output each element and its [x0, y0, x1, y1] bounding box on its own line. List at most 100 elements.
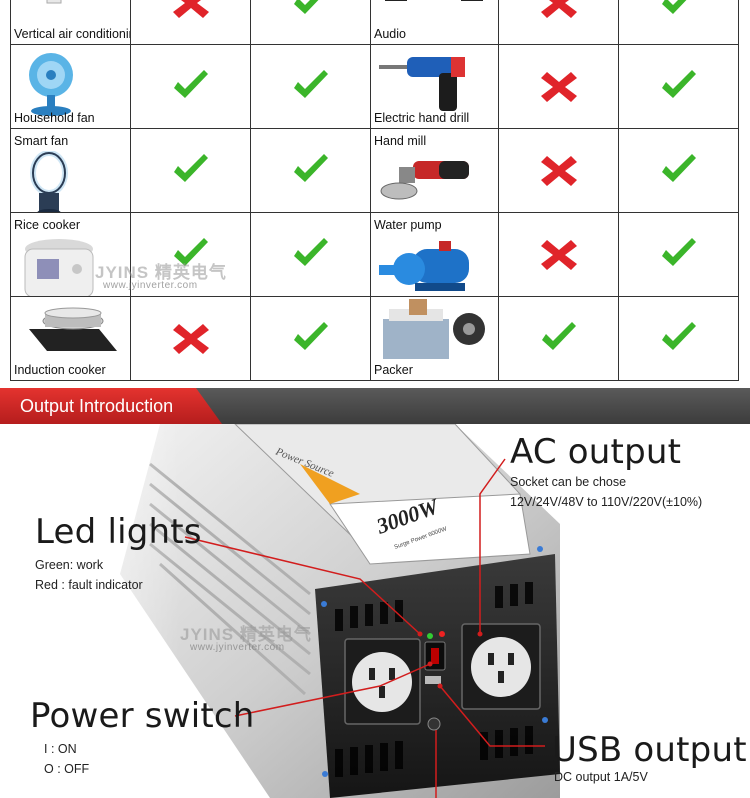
check-icon — [659, 237, 699, 272]
table-row: Household fan Electric hand drill — [10, 44, 739, 129]
device-name: Induction cooker — [14, 363, 106, 377]
device-name: Household fan — [14, 111, 95, 125]
ac-output-title: AC output — [510, 432, 682, 472]
cross-icon — [172, 323, 209, 354]
desk-fan-icon — [19, 47, 89, 122]
section-title: Output Introduction — [20, 396, 174, 416]
check-icon — [293, 69, 328, 98]
watermark-brand: JYINS 精英电气 — [180, 625, 312, 644]
check-icon — [173, 69, 208, 98]
device-name: Vertical air conditioning — [14, 27, 131, 41]
device-name: Smart fan — [14, 134, 69, 148]
device-cell: Vertical air conditioning — [10, 0, 131, 45]
check-icon — [171, 69, 211, 104]
compatibility-cell — [130, 212, 251, 297]
compatibility-cell — [498, 44, 619, 129]
bladeless-fan-icon — [19, 150, 79, 212]
cross-icon — [540, 155, 577, 186]
table-row: Induction cooker Packer — [10, 296, 739, 381]
product-showcase: Power Source 3000W Surge Power 6000W — [0, 424, 750, 798]
check-icon — [659, 153, 699, 188]
device-cell: Packer — [370, 296, 499, 381]
cross-icon — [539, 0, 579, 20]
cross-icon — [540, 239, 577, 270]
cross-icon — [540, 0, 577, 18]
led-lights-line2: Red : fault indicator — [35, 578, 143, 592]
check-icon — [661, 237, 696, 266]
cross-icon — [539, 238, 579, 272]
device-name: Electric hand drill — [374, 111, 470, 125]
device-cell: Induction cooker — [10, 296, 131, 381]
check-icon — [539, 321, 579, 356]
device-cell: Smart fan — [10, 128, 131, 213]
usb-output-line1: DC output 1A/5V — [554, 770, 648, 784]
compatibility-cell — [498, 296, 619, 381]
device-cell: Household fan — [10, 44, 131, 129]
banner-red-tab — [0, 388, 222, 424]
power-switch-line1: I : ON — [44, 742, 77, 756]
power-switch-line2: O : OFF — [44, 762, 90, 776]
compatibility-cell — [618, 44, 739, 129]
check-icon — [661, 153, 696, 182]
usb-output-title: USB output — [552, 730, 747, 770]
compatibility-cell — [130, 44, 251, 129]
check-icon — [293, 0, 318, 14]
compatibility-cell — [250, 44, 371, 129]
check-icon — [291, 69, 331, 104]
air-conditioner-icon — [19, 0, 129, 12]
compatibility-cell — [250, 128, 371, 213]
check-icon — [659, 0, 699, 20]
packing-machine-icon — [379, 299, 489, 374]
compatibility-cell — [130, 0, 251, 45]
check-icon — [291, 0, 331, 20]
compatibility-cell — [498, 128, 619, 213]
watermark-brand: JYINS 精英电气 — [95, 263, 227, 282]
cross-icon — [171, 0, 211, 20]
check-icon — [291, 237, 331, 272]
compatibility-cell — [498, 212, 619, 297]
power-inverter-icon: Power Source 3000W Surge Power 6000W — [0, 424, 560, 798]
device-cell: Hand mill — [370, 128, 499, 213]
check-icon — [171, 237, 211, 272]
induction-cooker-icon — [19, 299, 119, 364]
compatibility-cell — [250, 296, 371, 381]
check-icon — [171, 153, 211, 188]
led-lights-line1: Green: work — [35, 558, 104, 572]
power-switch-title: Power switch — [30, 696, 255, 736]
water-pump-icon — [379, 235, 489, 296]
device-name: Hand mill — [374, 134, 427, 148]
check-icon — [293, 153, 328, 182]
table-row: Rice cooker Water pump — [10, 212, 739, 297]
angle-grinder-icon — [379, 151, 479, 212]
check-icon — [293, 237, 328, 266]
ac-output-line2: 12V/24V/48V to 110V/220V(±10%) — [510, 495, 703, 509]
device-name: Packer — [374, 363, 413, 377]
cross-icon — [539, 154, 579, 188]
led-lights-title: Led lights — [35, 512, 202, 552]
compatibility-cell — [618, 128, 739, 213]
section-banner: Output Introduction — [0, 388, 750, 424]
check-icon — [541, 321, 576, 350]
cross-icon — [171, 322, 211, 356]
table-row: Smart fan Hand mill — [10, 128, 739, 213]
compatibility-cell — [618, 296, 739, 381]
compatibility-cell — [130, 128, 251, 213]
check-icon — [293, 321, 328, 350]
cross-icon — [540, 71, 577, 102]
device-name: Water pump — [374, 218, 442, 232]
compatibility-cell — [250, 212, 371, 297]
cross-icon — [172, 0, 209, 18]
compatibility-cell — [250, 0, 371, 45]
cross-icon — [539, 70, 579, 104]
hand-drill-icon — [379, 47, 479, 122]
device-name: Rice cooker — [14, 218, 80, 232]
watermark-url: www.jyinverter.com — [190, 642, 285, 653]
check-icon — [291, 153, 331, 188]
compatibility-cell — [498, 0, 619, 45]
check-icon — [661, 321, 696, 350]
device-cell: Water pump — [370, 212, 499, 297]
ac-output-line1: Socket can be chose — [510, 475, 627, 489]
check-icon — [173, 153, 208, 182]
